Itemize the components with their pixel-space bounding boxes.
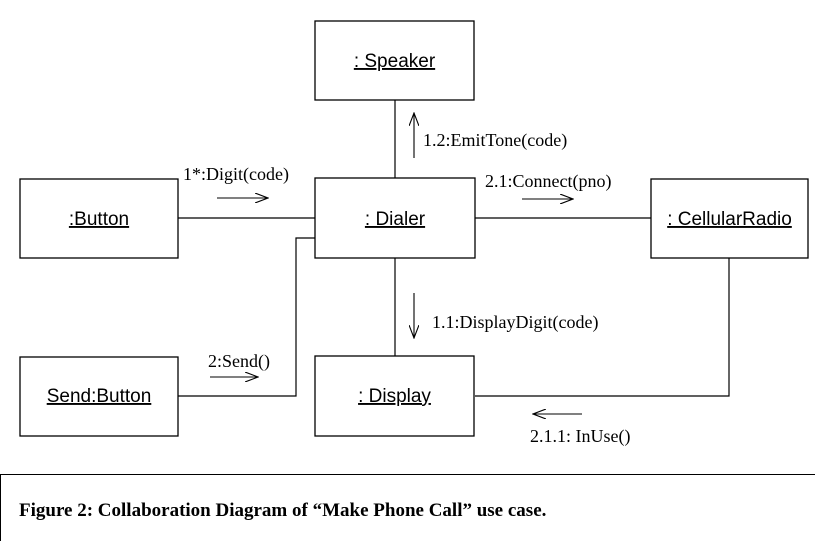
dialer-label: : Dialer bbox=[365, 209, 426, 230]
emit-tone-message-label: 1.2:EmitTone(code) bbox=[423, 130, 567, 151]
button-object: :Button bbox=[19, 178, 179, 259]
connect-message-label: 2.1:Connect(pno) bbox=[485, 171, 611, 192]
display-digit-message-label: 1.1:DisplayDigit(code) bbox=[432, 312, 598, 333]
dialer-object: : Dialer bbox=[314, 177, 476, 259]
digit-message-label: 1*:Digit(code) bbox=[183, 164, 289, 185]
speaker-object: : Speaker bbox=[314, 20, 475, 101]
speaker-label: : Speaker bbox=[354, 51, 436, 72]
link-send-dialer bbox=[178, 237, 315, 397]
send-button-label: Send:Button bbox=[47, 386, 152, 407]
link-radio-display bbox=[475, 258, 730, 397]
figure-caption-frame: Figure 2: Collaboration Diagram of “Make… bbox=[0, 474, 815, 541]
figure-caption: Figure 2: Collaboration Diagram of “Make… bbox=[19, 500, 547, 521]
cellular-radio-label: : CellularRadio bbox=[667, 209, 792, 230]
send-button-object: Send:Button bbox=[19, 356, 179, 437]
display-label: : Display bbox=[358, 386, 431, 407]
button-label: :Button bbox=[69, 209, 129, 230]
collaboration-diagram: : Speaker :Button : Dialer : CellularRad… bbox=[19, 20, 809, 447]
display-object: : Display bbox=[314, 355, 475, 437]
cellular-radio-object: : CellularRadio bbox=[650, 178, 809, 259]
send-message-label: 2:Send() bbox=[208, 351, 270, 372]
in-use-message-label: 2.1.1: InUse() bbox=[530, 426, 630, 447]
